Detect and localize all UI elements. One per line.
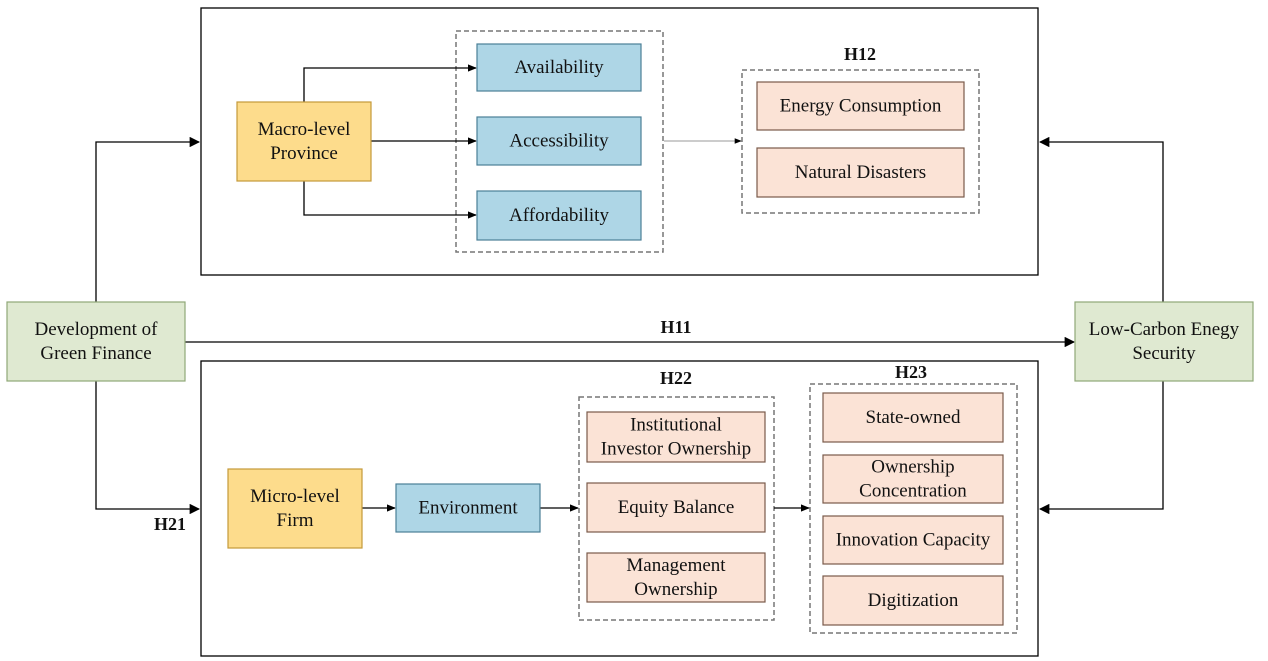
management-ownership-node-label: Management xyxy=(626,555,726,576)
arrow-low-carbon-to-micro xyxy=(1038,381,1164,515)
hypothesis-label-h23: H23 xyxy=(895,362,927,382)
state-owned-node-box xyxy=(822,392,1004,443)
hypothesis-label-h11: H11 xyxy=(660,317,691,337)
affordability-node-label: Affordability xyxy=(509,205,609,226)
macro-level-province-node-box xyxy=(236,101,372,182)
h12-group-dashed xyxy=(741,69,980,214)
energy-consumption-node-label: Energy Consumption xyxy=(780,96,942,117)
equity-balance-node-box xyxy=(586,482,766,533)
arrow-macro-to-availability xyxy=(303,64,477,102)
arrow-green-finance-to-macro xyxy=(95,136,201,302)
institutional-investor-node-box xyxy=(586,411,766,463)
accessibility-node-box xyxy=(476,116,642,166)
energy-consumption-node-box xyxy=(756,81,965,131)
ownership-concentration-node-label: Ownership xyxy=(871,457,954,478)
green-finance-node: Development of Green Finance xyxy=(6,301,186,382)
management-ownership-node-box xyxy=(586,552,766,603)
affordability-node: Affordability xyxy=(476,190,642,241)
micro-level-firm-node-label: Micro-level xyxy=(250,486,340,507)
arrow-low-carbon-to-macro xyxy=(1038,136,1164,302)
digitization-node: Digitization xyxy=(822,575,1004,626)
institutional-investor-node-label: Investor Ownership xyxy=(601,439,751,460)
h23-group-dashed xyxy=(809,383,1018,634)
state-owned-node-label: State-owned xyxy=(866,407,961,428)
macro-panel xyxy=(200,7,1039,276)
innovation-capacity-node-label: Innovation Capacity xyxy=(836,530,991,551)
equity-balance-node: Equity Balance xyxy=(586,482,766,533)
low-carbon-security-node-label: Security xyxy=(1132,343,1196,364)
hypothesis-label-h21: H21 xyxy=(154,514,186,534)
equity-balance-node-label: Equity Balance xyxy=(618,497,735,518)
low-carbon-security-node-box xyxy=(1074,301,1254,382)
accessibility-node: Accessibility xyxy=(476,116,642,166)
arrow-green-finance-to-micro xyxy=(95,381,201,515)
ownership-concentration-node-label: Concentration xyxy=(859,481,967,502)
natural-disasters-node-label: Natural Disasters xyxy=(795,162,926,183)
energy-consumption-node: Energy Consumption xyxy=(756,81,965,131)
accessibility-node-label: Accessibility xyxy=(509,131,609,152)
macro-level-province-node-label: Province xyxy=(270,143,338,164)
environment-node-label: Environment xyxy=(418,498,518,519)
availability-node-box xyxy=(476,43,642,92)
institutional-investor-node-label: Institutional xyxy=(630,415,722,436)
micro-panel xyxy=(200,360,1039,657)
environment-node-box xyxy=(395,483,541,533)
environment-node: Environment xyxy=(395,483,541,533)
low-carbon-security-node-label: Low-Carbon Enegy xyxy=(1089,319,1240,340)
digitization-node-label: Digitization xyxy=(868,590,959,611)
state-owned-node: State-owned xyxy=(822,392,1004,443)
management-ownership-node-label: Ownership xyxy=(634,579,717,600)
innovation-capacity-node: Innovation Capacity xyxy=(822,515,1004,565)
macro-level-province-node-label: Macro-level xyxy=(258,119,351,140)
hypothesis-label-h12: H12 xyxy=(844,44,876,64)
green-finance-node-label: Development of xyxy=(35,319,159,340)
innovation-capacity-node-box xyxy=(822,515,1004,565)
green-finance-node-label: Green Finance xyxy=(40,343,151,364)
affordability-node-box xyxy=(476,190,642,241)
arrow-macro-to-affordability xyxy=(303,181,477,219)
micro-level-firm-node-box xyxy=(227,468,363,549)
availability-node-label: Availability xyxy=(514,57,604,78)
micro-level-firm-node-label: Firm xyxy=(277,510,314,531)
natural-disasters-node-box xyxy=(756,147,965,198)
availability-node: Availability xyxy=(476,43,642,92)
green-finance-node-box xyxy=(6,301,186,382)
digitization-node-box xyxy=(822,575,1004,626)
natural-disasters-node: Natural Disasters xyxy=(756,147,965,198)
ownership-concentration-node-box xyxy=(822,454,1004,504)
hypothesis-label-h22: H22 xyxy=(660,368,692,388)
